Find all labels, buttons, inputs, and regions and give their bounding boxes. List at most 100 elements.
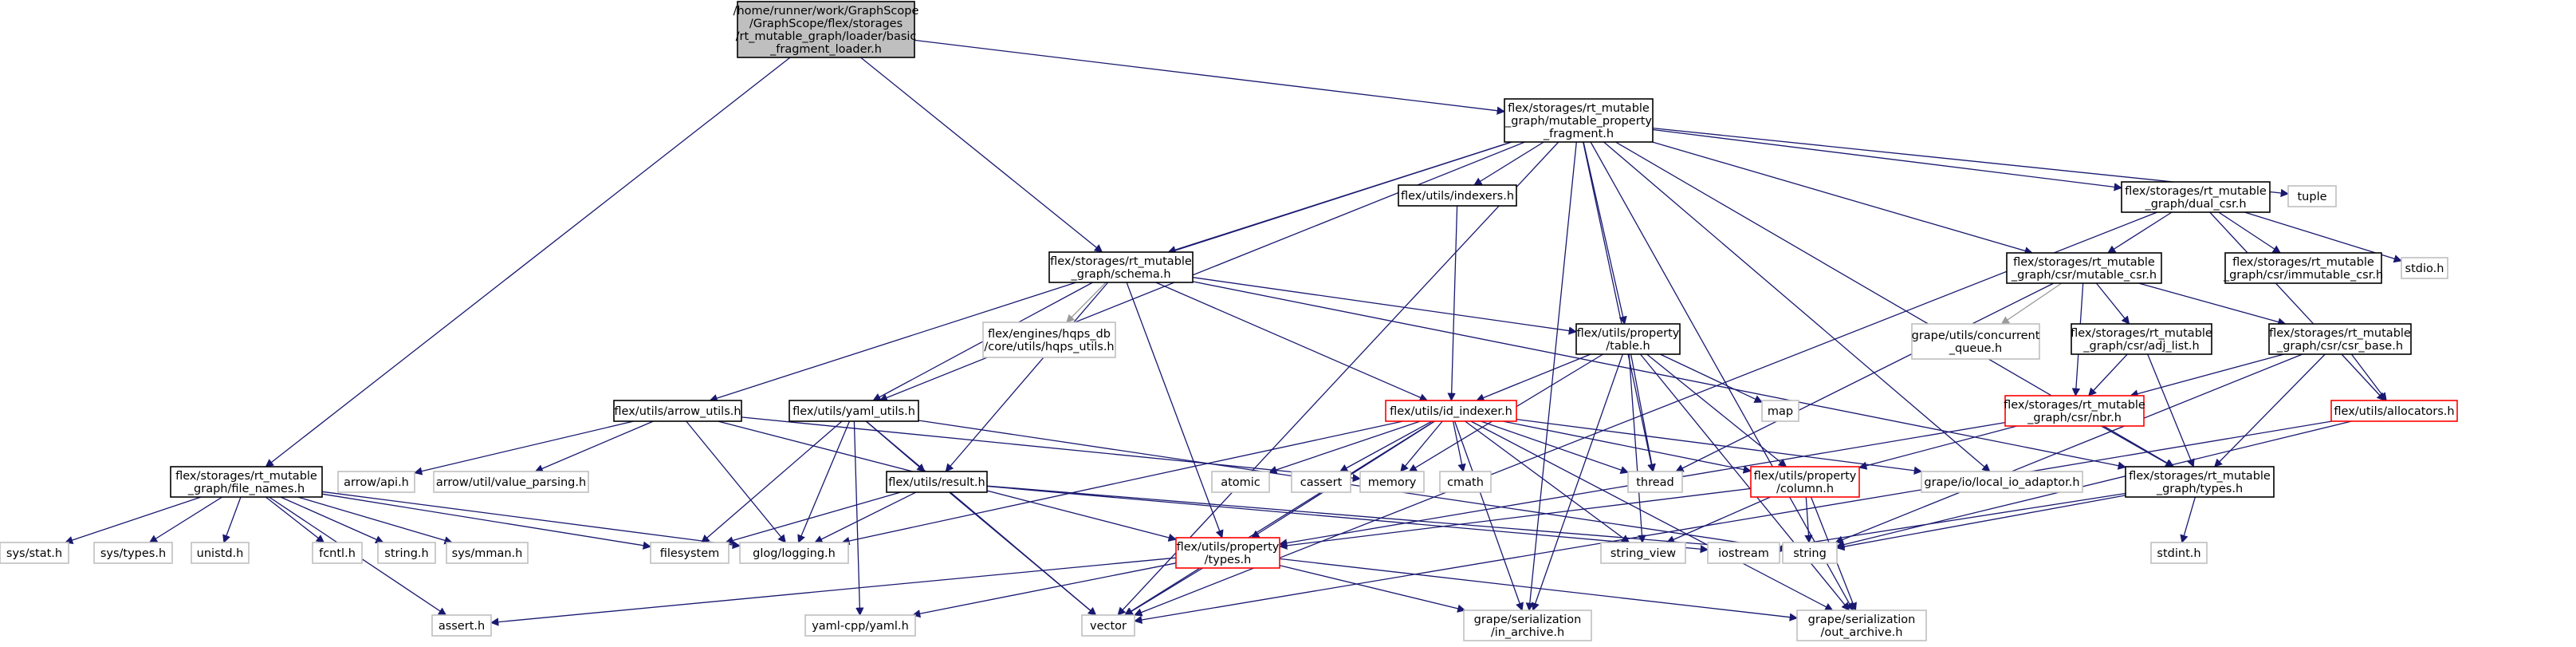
edge-dual_csr-to-vector <box>1134 211 2157 617</box>
node-box <box>1707 542 1780 564</box>
node-label: grape/utils/concurrent <box>1912 329 2040 342</box>
node-cmath: cmath <box>1439 471 1492 493</box>
node-tuple: tuple <box>2287 185 2337 207</box>
node-label: flex/utils/arrow_utils.h <box>614 405 741 418</box>
edge-adj_list-to-nbr <box>2087 353 2128 396</box>
edge-table-to-in_archive <box>1531 353 1623 611</box>
edge-schema-to-table <box>1192 277 1578 335</box>
node-yaml-utils[interactable]: flex/utils/yaml_utils.h <box>789 400 919 422</box>
node-arrow-utils[interactable]: flex/utils/arrow_utils.h <box>613 400 742 422</box>
edge-table-to-out_archive <box>1639 353 1850 611</box>
edge-yaml_utils-to-glog <box>797 420 851 543</box>
node-label: string <box>1793 547 1827 560</box>
edge-file_names-to-unistd <box>222 496 242 543</box>
edge-csr_base-to-types_rt <box>2213 353 2326 467</box>
node-box <box>1504 98 1654 143</box>
node-adj-list[interactable]: flex/storages/rt_mutable_graph/csr/adj_l… <box>2071 323 2212 355</box>
node-box <box>2121 181 2271 213</box>
edge-result-to-string <box>986 485 1784 554</box>
node-dual-csr[interactable]: flex/storages/rt_mutable_graph/dual_csr.… <box>2121 181 2271 213</box>
node-box <box>2004 395 2145 427</box>
node-allocators[interactable]: flex/utils/allocators.h <box>2330 400 2458 422</box>
node-basic-fragment-loader[interactable]: /home/runner/work/GraphScope/GraphScope/… <box>733 1 919 58</box>
node-box <box>1175 537 1280 569</box>
node-indexers[interactable]: flex/utils/indexers.h <box>1398 184 1517 207</box>
node-box <box>1439 471 1492 493</box>
edge-id_indexer-to-glog <box>841 420 1403 546</box>
node-label: /in_archive.h <box>1491 626 1564 639</box>
node-label: flex/storages/rt_mutable <box>1050 255 1192 268</box>
node-label: /core/utils/hqps_utils.h <box>984 341 1114 353</box>
node-property-types[interactable]: flex/utils/property/types.h <box>1175 537 1280 569</box>
edge-table-to-id_indexer <box>1476 353 1591 402</box>
node-nbr[interactable]: flex/storages/rt_mutable_graph/csr/nbr.h <box>2004 395 2145 427</box>
edge-property_types-to-yaml <box>911 562 1177 618</box>
edge-basic_fragment_loader-to-file_names <box>265 57 791 467</box>
edge-dual_csr-to-allocators <box>2209 211 2385 401</box>
node-label: stdint.h <box>2157 547 2200 560</box>
node-label: _queue.h <box>1949 342 2002 355</box>
node-filesystem: filesystem <box>650 542 730 564</box>
edge-csr_base-to-allocators <box>2350 353 2387 401</box>
edge-schema-to-result <box>945 282 1109 472</box>
node-label: flex/storages/rt_mutable <box>2269 327 2411 340</box>
node-label: _graph/csr/adj_list.h <box>2082 340 2199 353</box>
node-box <box>431 614 492 637</box>
node-label: filesystem <box>660 547 720 560</box>
node-label: sys/types.h <box>100 547 166 560</box>
edge-result-to-iostream <box>986 485 1709 554</box>
node-immutable-csr[interactable]: flex/storages/rt_mutable_graph/csr/immut… <box>2223 252 2383 284</box>
edge-file_names-to-sys_types <box>148 496 223 543</box>
node-label: yaml-cpp/yaml.h <box>812 620 909 633</box>
node-box <box>613 400 742 422</box>
node-label: memory <box>1368 476 1417 489</box>
node-mutable-property-fragment[interactable]: flex/storages/rt_mutable_graph/mutable_p… <box>1504 98 1654 143</box>
node-label: cmath <box>1447 476 1484 489</box>
edge-mutable_property_fragment-to-out_archive <box>1590 141 1854 611</box>
node-concurrent-queue: grape/utils/concurrent_queue.h <box>1911 323 2040 360</box>
node-label: arrow/api.h <box>344 476 409 489</box>
node-local-io-adaptor: grape/io/local_io_adaptor.h <box>1921 471 2083 493</box>
node-box <box>1575 323 1681 355</box>
node-box <box>2150 542 2208 564</box>
node-box <box>1291 471 1351 493</box>
node-stdint: stdint.h <box>2150 542 2208 564</box>
edge-file_names-to-glog <box>321 491 741 550</box>
node-box <box>433 471 589 493</box>
edge-schema-to-id_indexer <box>1155 282 1429 402</box>
node-column[interactable]: flex/utils/property/column.h <box>1750 466 1860 498</box>
node-box <box>1796 610 1927 641</box>
node-iostream: iostream <box>1707 542 1780 564</box>
node-stdio: stdio.h <box>2401 257 2448 279</box>
node-box <box>1463 610 1592 641</box>
node-label: flex/storages/rt_mutable <box>2129 470 2271 483</box>
node-file-names[interactable]: flex/storages/rt_mutable_graph/file_name… <box>170 466 323 498</box>
edge-column-to-string_view <box>1666 496 1771 544</box>
node-types-rt[interactable]: flex/storages/rt_mutable_graph/types.h <box>2125 466 2275 498</box>
node-label: arrow/util/value_parsing.h <box>436 476 586 489</box>
node-box <box>2287 185 2337 207</box>
node-csr-base[interactable]: flex/storages/rt_mutable_graph/csr/csr_b… <box>2268 323 2412 355</box>
node-map: map <box>1761 400 1799 422</box>
node-result[interactable]: flex/utils/result.h <box>886 471 988 493</box>
node-box <box>1761 400 1799 422</box>
edge-arrow_utils-to-value_parsing <box>534 420 654 473</box>
node-schema[interactable]: flex/storages/rt_mutable_graph/schema.h <box>1048 251 1194 283</box>
node-label: _graph/csr/csr_base.h <box>2276 340 2403 353</box>
edge-id_indexer-to-local_io_adaptor <box>1516 418 1923 475</box>
node-label: flex/storages/rt_mutable <box>2125 185 2267 198</box>
node-table[interactable]: flex/utils/property/table.h <box>1575 323 1681 355</box>
edge-types_rt-to-iostream <box>1778 492 2126 550</box>
edge-file_names-to-sys_mman <box>297 496 453 545</box>
node-label: _fragment.h <box>1543 128 1614 140</box>
node-box <box>1911 323 2040 360</box>
node-box <box>804 614 916 637</box>
node-mutable-csr[interactable]: flex/storages/rt_mutable_graph/csr/mutab… <box>2006 252 2162 284</box>
node-box <box>2268 323 2412 355</box>
edge-table-to-column <box>1646 353 1787 467</box>
node-id-indexer[interactable]: flex/utils/id_indexer.h <box>1385 400 1517 422</box>
node-box <box>1627 471 1683 493</box>
node-box <box>982 322 1116 358</box>
node-box <box>191 542 250 564</box>
